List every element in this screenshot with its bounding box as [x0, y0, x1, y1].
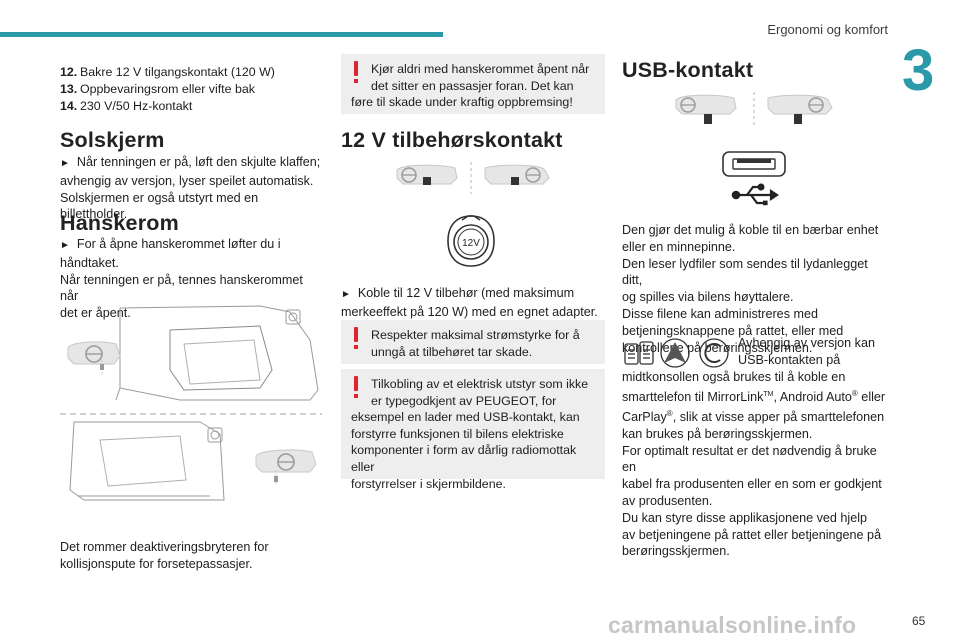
android-auto-icon	[660, 338, 690, 368]
watermark: carmanualsonline.info	[608, 612, 857, 638]
chapter-number: 3	[902, 38, 935, 103]
car-front-right-icon	[484, 164, 550, 185]
usb-text-top: Den gjør det mulig å koble til en bærbar…	[622, 223, 879, 355]
warning-icon	[348, 327, 364, 351]
warning-icon	[348, 61, 364, 85]
socket-label: 12V	[462, 238, 480, 249]
12v-socket-icon: 12V	[447, 215, 495, 267]
usb-text-version: Avhengig av versjon kan USB-kontakten på	[738, 336, 875, 367]
heading-glovebox: Hanskerom	[60, 211, 179, 235]
glovebox-text: ► For å åpne hanskerommet løfter du i hå…	[60, 237, 303, 321]
smartphone-app-icons	[622, 336, 732, 370]
page-number: 65	[912, 614, 926, 628]
socket-location-icons	[396, 162, 550, 194]
section-title: Ergonomi og komfort	[767, 22, 888, 37]
steering-wheel-icon-2	[255, 449, 317, 486]
car-front-left-icon	[396, 164, 458, 185]
carplay-icon	[699, 338, 729, 368]
steering-wheel-icon	[67, 341, 121, 376]
usb-port-icon	[722, 151, 786, 206]
sun-visor-text: ► Når tenningen er på, løft den skjulte …	[60, 155, 321, 222]
heading-12v-socket: 12 V tilbehørskontakt	[341, 128, 563, 152]
header-accent-bar	[0, 32, 443, 37]
list-item: 13.Oppbevaringsrom eller vifte bak	[60, 82, 255, 96]
mirrorlink-icon	[624, 341, 654, 365]
warning-box-equipment: Tilkobling av et elektrisk utstyr som ik…	[341, 369, 605, 491]
glovebox-illustration	[60, 305, 322, 501]
glovebox-caption: Det rommer deaktiveringsbryteren for kol…	[60, 540, 269, 571]
car-front-left-icon	[675, 94, 737, 124]
warning-box-current: Respekter maksimal strømstyrke for å unn…	[341, 320, 605, 364]
car-front-right-icon	[767, 94, 833, 124]
numbered-list: 12.Bakre 12 V tilgangskontakt (120 W) 13…	[60, 64, 275, 115]
list-item: 12.Bakre 12 V tilgangskontakt (120 W)	[60, 65, 275, 79]
heading-sun-visor: Solskjerm	[60, 128, 165, 152]
usb-text-bottom: midtkonsollen også brukes til å koble en…	[622, 370, 886, 559]
warning-box-glovebox: Kjør aldri med hanskerommet åpent når de…	[341, 54, 605, 114]
warning-icon	[348, 376, 364, 400]
12v-socket-text: ► Koble til 12 V tilbehør (med maksimum …	[341, 286, 598, 319]
list-item: 14.230 V/50 Hz-kontakt	[60, 99, 193, 113]
heading-usb: USB-kontakt	[622, 58, 754, 82]
usb-symbol-icon	[731, 183, 779, 206]
usb-location-icons	[675, 92, 833, 126]
